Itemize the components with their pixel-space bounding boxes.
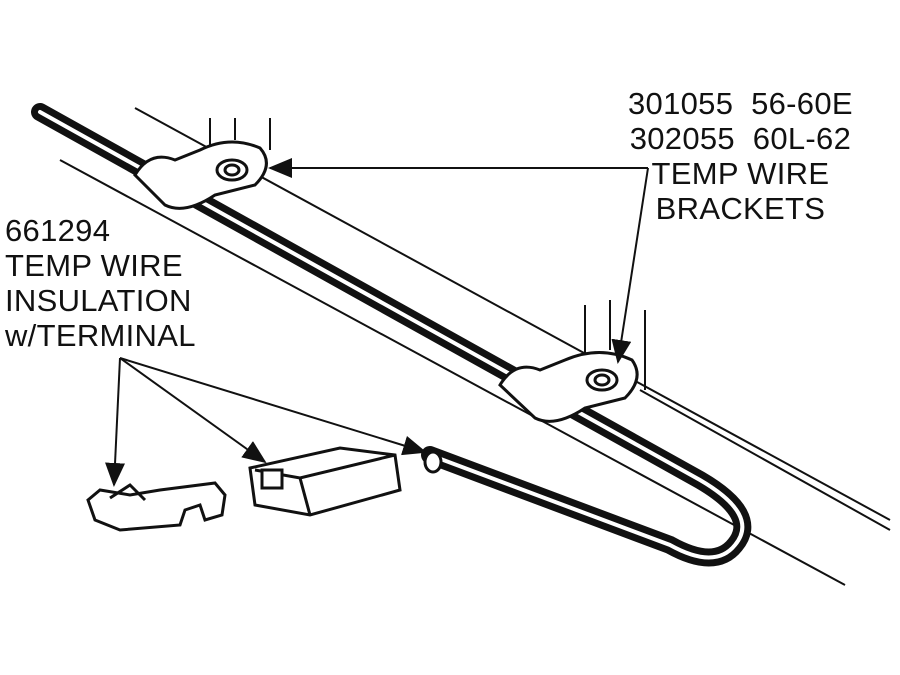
leader-arrows [105, 158, 649, 487]
bracket-part-line-3: TEMP WIRE [651, 156, 830, 191]
insulation-part-line-1: 661294 [5, 213, 111, 248]
bracket-part-line-4: BRACKETS [655, 191, 826, 226]
insulation-part-line-2: TEMP WIRE [5, 248, 183, 283]
bracket-upper [133, 140, 268, 210]
insulation-tube-end [423, 450, 443, 474]
insulation-part-line-3: INSULATION [5, 283, 192, 318]
bracket-part-line-1: 301055 56-60E [628, 86, 853, 121]
bracket-part-line-2: 302055 60L-62 [629, 121, 852, 156]
connector-housing [248, 446, 402, 517]
temp-wire [31, 103, 752, 567]
bracket-lower [498, 351, 639, 423]
insulation-part-line-4: w/TERMINAL [5, 318, 196, 353]
terminal-clip [86, 481, 227, 532]
